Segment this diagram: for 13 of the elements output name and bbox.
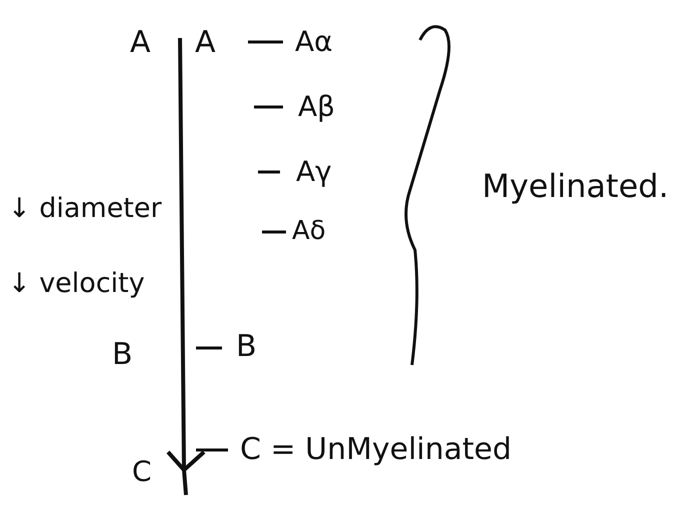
letter-label: B [112,340,133,370]
letter-label: A [195,28,216,58]
letter-label: A [130,28,151,58]
fiber-type-label: Aα [295,28,333,56]
trend-label: ↓ velocity [8,270,145,297]
classification-label: C = UnMyelinated [240,435,512,465]
fiber-type-label: Aγ [296,158,332,186]
trend-label: ↓ diameter [8,195,162,222]
letter-label: B [236,332,257,362]
bracket-label: Myelinated. [482,170,669,202]
fiber-type-label: Aβ [298,93,336,121]
fiber-type-label: Aδ [292,218,326,244]
letter-label: C [132,458,152,486]
